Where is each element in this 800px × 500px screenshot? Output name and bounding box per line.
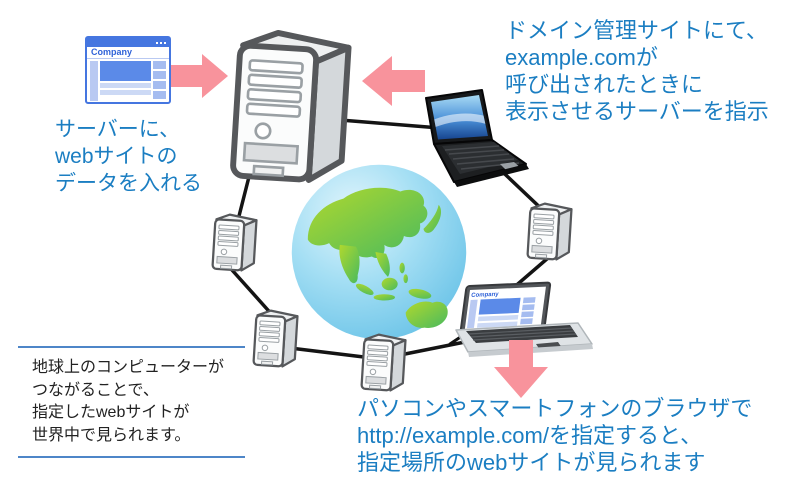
browser-titlebar — [87, 38, 169, 47]
note-line: 地球上のコンピューターが — [32, 359, 225, 376]
site-text-row — [100, 83, 151, 88]
site-text-row — [100, 90, 151, 95]
laptop-screen: Company — [459, 281, 552, 336]
server-tower-icon-bottom-center — [360, 332, 407, 393]
network-note: 地球上のコンピューターが つながることで、 指定したwebサイトが 世界中で見ら… — [18, 346, 245, 458]
laptop-website-icon: Company — [448, 281, 593, 357]
note-line: ドメイン管理サイトにて、 — [505, 18, 768, 43]
note-line: webサイトの — [55, 145, 178, 168]
arrow-right-icon — [171, 54, 228, 98]
note-line: example.comが — [505, 45, 658, 70]
browse-note: パソコンやスマートフォンのブラウザで http://example.com/を指… — [357, 395, 752, 476]
site-right-cell — [153, 71, 166, 79]
site-right-cell — [153, 91, 166, 99]
note-line: http://example.com/を指定すると、 — [357, 423, 703, 448]
note-line: パソコンやスマートフォンのブラウザで — [357, 396, 753, 421]
site-right-cell — [153, 61, 166, 69]
window-dot-icon — [160, 41, 162, 44]
site-brand-label: Company — [87, 47, 169, 59]
site-right-column — [153, 61, 166, 101]
globe-icon — [291, 164, 467, 340]
laptop-icon — [425, 89, 529, 187]
note-line: データを入れる — [55, 172, 202, 195]
laptop-site-title: Company — [471, 292, 500, 299]
site-right-cell — [153, 81, 166, 89]
server-tower-icon-left — [211, 212, 258, 273]
note-line: 指定したwebサイトが — [32, 404, 190, 421]
upload-note: サーバーに、 webサイトの データを入れる — [55, 116, 202, 197]
site-layout — [87, 59, 169, 101]
site-hero-block — [100, 61, 151, 81]
server-tower-icon-right — [526, 201, 573, 262]
window-dot-icon — [164, 41, 166, 44]
main-server-icon — [226, 26, 358, 192]
dns-note: ドメイン管理サイトにて、 example.comが 呼び出されたときに 表示させ… — [505, 17, 769, 125]
note-line: 表示させるサーバーを指示 — [505, 99, 769, 124]
website-window-icon: Company — [85, 36, 171, 104]
note-line: 呼び出されたときに — [505, 72, 704, 97]
arrow-left-icon — [362, 56, 425, 106]
site-sidebar-block — [90, 61, 98, 101]
note-line: 世界中で見られます。 — [32, 426, 191, 444]
note-line: 指定場所のwebサイトが見られます — [357, 450, 706, 475]
window-dot-icon — [156, 41, 158, 44]
server-tower-icon-bottom-left — [252, 308, 299, 369]
note-line: つながることで、 — [32, 381, 159, 399]
note-line: サーバーに、 — [55, 118, 181, 141]
arrow-down-icon — [494, 340, 548, 398]
site-main-block — [100, 61, 151, 101]
